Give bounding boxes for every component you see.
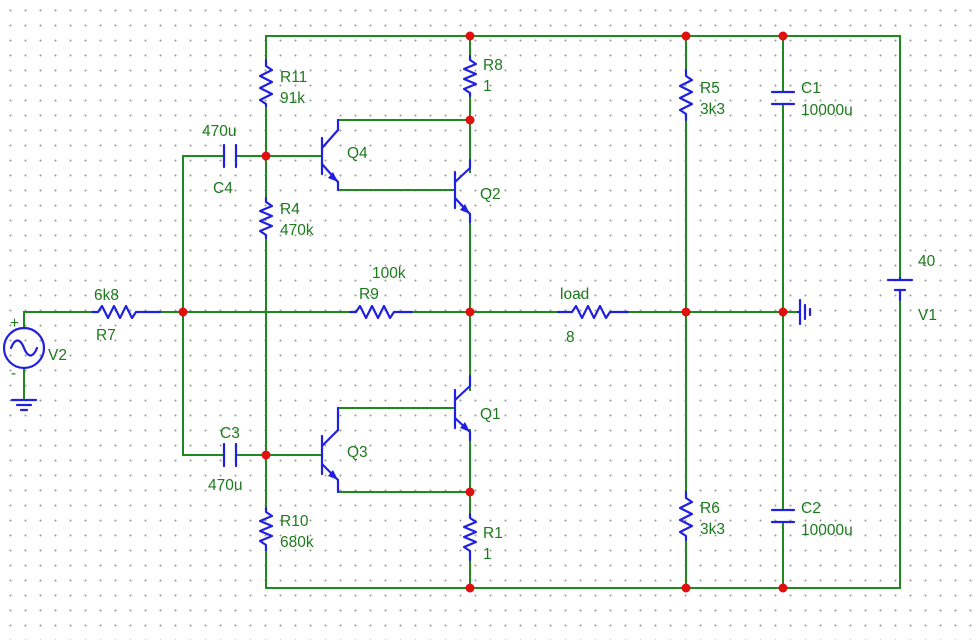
label-r4-name: R4: [280, 201, 300, 218]
transistor-Q3[interactable]: [320, 406, 340, 494]
label-v1-name: V1: [918, 307, 937, 324]
label-r11-name: R11: [280, 69, 307, 86]
label-c3-value: 470u: [208, 477, 242, 494]
label-q2-name: Q2: [480, 186, 501, 203]
node: [465, 487, 475, 497]
node: [465, 307, 475, 317]
label-r8-value: 1: [483, 78, 492, 95]
label-r10-value: 680k: [280, 534, 314, 551]
label-v2-name: V2: [48, 347, 67, 364]
label-c1-name: C1: [801, 80, 821, 97]
label-r6-value: 3k3: [700, 521, 725, 538]
label-r5-name: R5: [700, 80, 720, 97]
label-r9-value: 100k: [372, 265, 406, 282]
ground-symbol-output: [796, 298, 812, 326]
node: [681, 307, 691, 317]
capacitor-C4[interactable]: [222, 143, 238, 169]
node: [261, 450, 271, 460]
node: [465, 583, 475, 593]
label-r5-value: 3k3: [700, 101, 725, 118]
node: [681, 583, 691, 593]
label-r11-value: 91k: [280, 90, 305, 107]
node: [465, 31, 475, 41]
transistor-Q1[interactable]: [453, 374, 472, 442]
resistor-R11[interactable]: [258, 58, 274, 108]
label-r7-name: R7: [96, 327, 116, 344]
resistor-R7[interactable]: [90, 304, 162, 320]
label-q4-name: Q4: [347, 145, 368, 162]
label-c4-name: C4: [213, 180, 233, 197]
resistor-R8[interactable]: [462, 54, 478, 98]
resistor-R9[interactable]: [348, 304, 414, 320]
resistor-load[interactable]: [556, 304, 630, 320]
label-r4-value: 470k: [280, 222, 314, 239]
capacitor-C2[interactable]: [770, 508, 796, 524]
label-r1-name: R1: [483, 525, 503, 542]
v2-plus-sign: +: [10, 315, 19, 332]
resistor-R1[interactable]: [462, 512, 478, 562]
ground-symbol-v2: [10, 398, 38, 412]
capacitor-C1[interactable]: [770, 90, 796, 106]
label-q3-name: Q3: [347, 444, 368, 461]
resistor-R5[interactable]: [678, 68, 694, 122]
label-r8-name: R8: [483, 57, 503, 74]
label-q1-name: Q1: [480, 406, 501, 423]
label-r9-name: R9: [359, 286, 379, 303]
node: [261, 151, 271, 161]
signal-source-V2[interactable]: [2, 326, 46, 370]
resistor-R4[interactable]: [258, 196, 274, 240]
label-load-value: 8: [566, 329, 575, 346]
resistor-R10[interactable]: [258, 506, 274, 552]
label-r1-value: 1: [483, 546, 492, 563]
label-c2-value: 10000u: [801, 522, 853, 539]
transistor-Q2[interactable]: [453, 158, 472, 224]
node: [178, 307, 188, 317]
node: [465, 115, 475, 125]
label-load-name: load: [560, 286, 589, 303]
node: [778, 307, 788, 317]
node: [778, 31, 788, 41]
capacitor-C3[interactable]: [222, 442, 238, 468]
label-c3-name: C3: [220, 425, 240, 442]
label-c4-value: 470u: [202, 123, 236, 140]
wires: [23, 35, 901, 589]
label-r6-name: R6: [700, 500, 720, 517]
transistor-Q4[interactable]: [320, 118, 340, 192]
v2-minus-sign: -: [11, 365, 16, 382]
battery-V1[interactable]: [886, 276, 914, 302]
label-r10-name: R10: [280, 513, 309, 530]
junction-nodes: [178, 31, 788, 593]
node: [681, 31, 691, 41]
label-r7-value: 6k8: [94, 287, 119, 304]
label-c1-value: 10000u: [801, 102, 853, 119]
node: [778, 583, 788, 593]
label-c2-name: C2: [801, 500, 821, 517]
label-v1-value: 40: [918, 253, 936, 270]
resistor-R6[interactable]: [678, 490, 694, 542]
